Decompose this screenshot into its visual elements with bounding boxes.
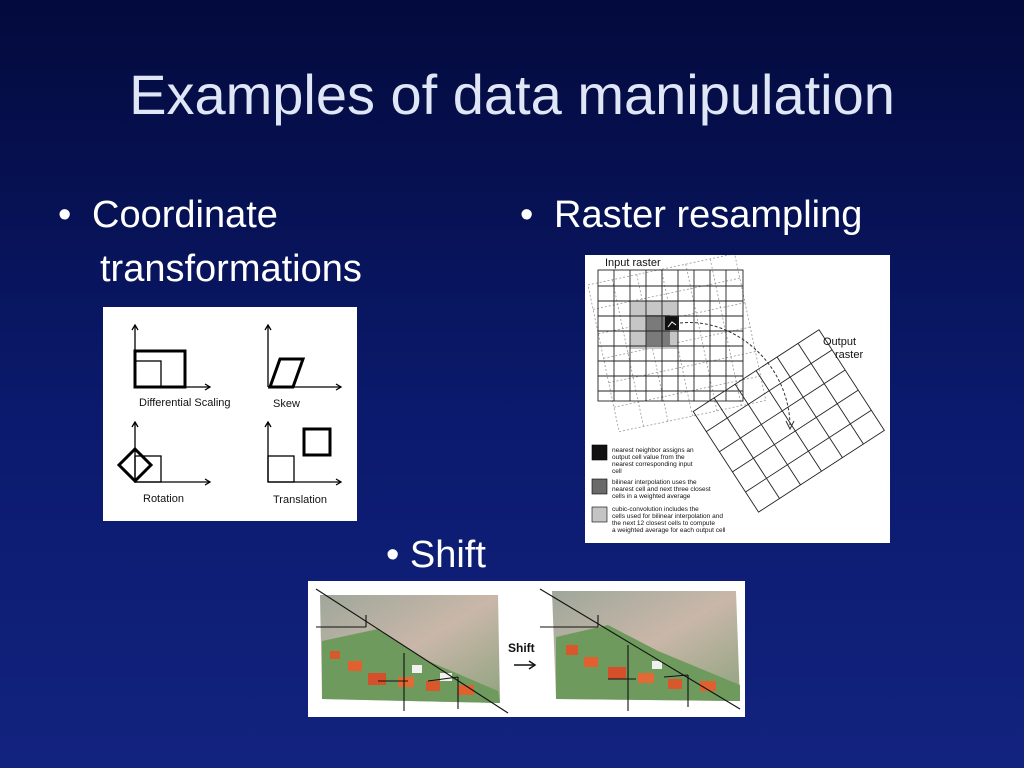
bullet-3-text: Shift	[409, 534, 486, 576]
label-skew: Skew	[273, 398, 300, 410]
label-translation: Translation	[273, 494, 327, 506]
raster-resampling-diagram: Input raster Output raster nearest neigh…	[587, 255, 885, 534]
shift-before-image	[315, 588, 509, 714]
bullet-shift: • Shift	[386, 528, 486, 582]
legend-cubic-3: the next 12 closest cells to compute	[612, 520, 715, 527]
legend-nearest-1: nearest neighbor assigns an	[612, 447, 694, 454]
legend-swatch-nearest	[591, 444, 608, 461]
legend-cubic-4: a weighted average for each output cell	[612, 527, 726, 534]
legend-bilinear-2: nearest cell and next three closest	[612, 486, 711, 493]
legend-swatch-cubic	[591, 506, 608, 523]
shift-arrow-icon	[514, 660, 537, 670]
label-output-raster: raster	[835, 349, 863, 361]
bullet-dot: •	[386, 534, 400, 576]
bullet-2-text: Raster resampling	[554, 194, 863, 236]
shift-arrow-label: Shift	[508, 641, 535, 655]
shift-diagram: Shift	[315, 588, 741, 714]
raster-resampling-figure: Input raster Output raster nearest neigh…	[585, 255, 890, 543]
bullet-1-line-1: Coordinate	[92, 194, 278, 236]
label-differential-scaling: Differential Scaling	[139, 397, 231, 409]
shift-figure: Shift	[308, 581, 745, 717]
shift-after-image	[539, 588, 741, 711]
resampling-legend: nearest neighbor assigns an output cell …	[591, 444, 726, 534]
legend-nearest-3: nearest corresponding input	[612, 461, 693, 468]
legend-cubic-2: cells used for bilinear interpolation an…	[612, 513, 723, 520]
legend-cubic-1: cubic-convolution includes the	[612, 506, 699, 513]
bullet-raster-resampling: • Raster resampling	[520, 188, 862, 242]
legend-bilinear-1: bilinear interpolation uses the	[612, 479, 697, 486]
label-input-raster: Input raster	[605, 257, 661, 269]
bullet-1-line-2: transformations	[100, 248, 362, 290]
legend-nearest-4: cell	[612, 468, 622, 475]
bullet-dot: •	[58, 194, 72, 236]
slide-title: Examples of data manipulation	[129, 63, 895, 126]
coordinate-transformations-diagram: Differential Scaling Skew Rotation Trans…	[116, 323, 343, 506]
bullet-dot: •	[520, 194, 534, 236]
bullet-coordinate-transformations: • Coordinate transformations	[58, 188, 362, 296]
legend-nearest-2: output cell value from the	[612, 454, 685, 461]
label-output: Output	[823, 336, 856, 348]
label-rotation: Rotation	[143, 493, 184, 505]
legend-bilinear-3: cells in a weighted average	[612, 493, 691, 500]
legend-swatch-bilinear	[591, 478, 608, 495]
coordinate-transformations-figure: Differential Scaling Skew Rotation Trans…	[103, 307, 357, 521]
